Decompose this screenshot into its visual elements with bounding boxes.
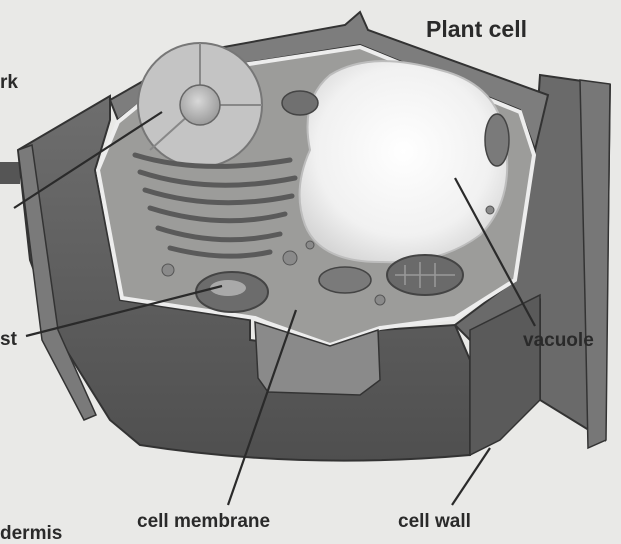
label-vacuole: vacuole (523, 331, 594, 350)
label-cell-membrane: cell membrane (137, 512, 270, 531)
diagram-title: Plant cell (426, 18, 527, 41)
chloroplast (196, 272, 268, 312)
neighbor-cell-edge (0, 162, 20, 184)
nucleus (138, 43, 262, 167)
mitochondrion (282, 91, 318, 115)
label-partial-bottom-left: dermis (0, 524, 62, 543)
plant-cell-diagram (0, 0, 621, 533)
vacuole (300, 61, 508, 262)
nucleolus (180, 85, 220, 125)
chloroplast (387, 255, 463, 295)
mitochondrion (319, 267, 371, 293)
label-partial-mid-left: st (0, 330, 17, 349)
mitochondrion (485, 114, 509, 166)
label-partial-top-left: rk (0, 73, 18, 92)
label-cell-wall: cell wall (398, 512, 471, 531)
